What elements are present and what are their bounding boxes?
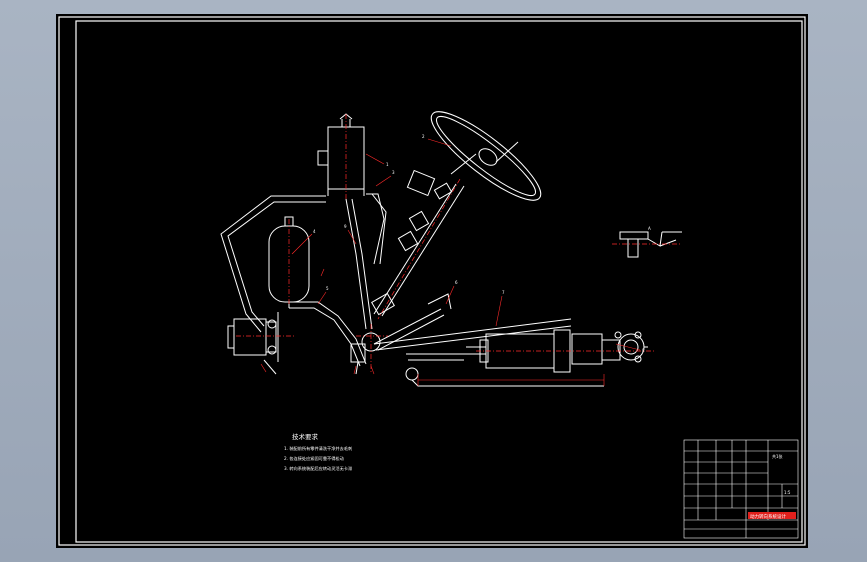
svg-text:7: 7 [502,290,505,295]
svg-text:A: A [648,226,651,231]
drawing-title: 动力转向系统设计 [750,513,786,520]
svg-text:6: 6 [455,280,458,285]
center-lines [236,114,680,374]
drawing-sheet: 1 2 3 4 5 6 7 8 9 A 技术要求 1. 装配前所有零件清洗干净并… [56,14,808,548]
svg-text:9: 9 [344,224,347,229]
svg-text:8: 8 [642,348,645,353]
note-item-3: 3. 转向系统装配后应转动灵活无卡滞 [284,465,352,472]
steering-assembly [220,111,682,387]
part-leaders [260,138,641,375]
title-block [683,439,799,539]
steering-wheel [430,111,542,201]
detail-view [619,231,682,258]
oil-reservoir [317,113,365,196]
svg-text:3: 3 [392,170,395,175]
svg-text:2: 2 [422,134,425,139]
title-highlight [748,512,796,519]
notes-title: 技术要求 [292,432,319,441]
hydraulic-hoses [220,193,387,367]
svg-text:4: 4 [313,229,316,234]
scale-label: 1:5 [784,490,791,495]
part-numbers: 1 2 3 4 5 6 7 8 9 A [313,134,651,353]
cad-drawing: 1 2 3 4 5 6 7 8 9 A 技术要求 1. 装配前所有零件清洗干净并… [58,16,806,546]
dimension-line [417,374,605,386]
outer-border [58,16,806,546]
svg-text:5: 5 [326,286,329,291]
inner-border [75,20,803,543]
note-item-1: 1. 装配前所有零件清洗干净并去毛刺 [284,445,352,452]
steering-column [371,169,465,317]
power-steering-pump [227,312,279,375]
svg-text:1: 1 [386,162,389,167]
note-item-2: 2. 各连接处应紧固可靠不得松动 [284,455,344,462]
sheet-label: 共1张 [772,453,783,459]
technical-notes: 技术要求 1. 装配前所有零件清洗干净并去毛刺 2. 各连接处应紧固可靠不得松动… [284,432,352,472]
